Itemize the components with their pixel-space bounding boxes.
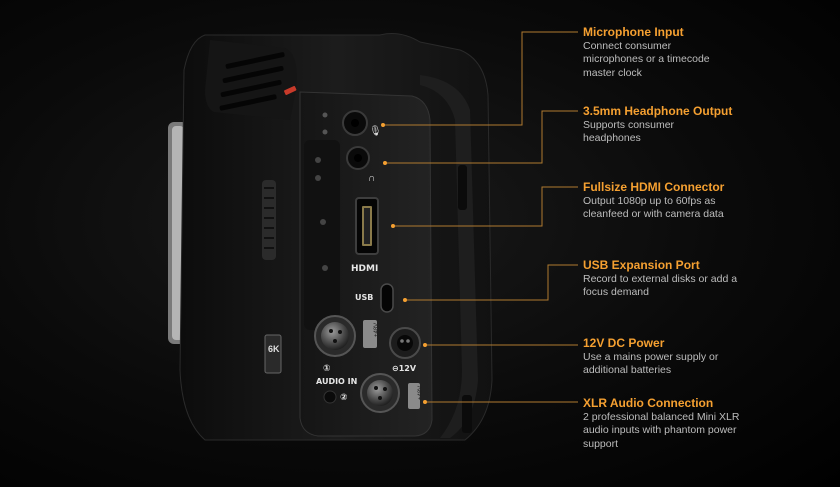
usb-label: USB [355, 293, 373, 302]
headphone-symbol-icon: ∩ [368, 173, 375, 184]
feature-description: Output 1080p up to 60fps as cleanfeed or… [583, 195, 724, 221]
feature-microphone-input: Microphone Input Connect consumer microp… [583, 25, 833, 80]
phantom-switch-1-label: +48V [374, 323, 380, 337]
feature-description: Record to external disks or add a focus … [583, 273, 738, 299]
feature-callouts: Microphone Input Connect consumer microp… [583, 0, 833, 487]
feature-title: XLR Audio Connection [583, 396, 714, 410]
model-badge: 6K [264, 334, 282, 374]
power-label: ⊖12V [392, 364, 417, 373]
feature-title: USB Expansion Port [583, 258, 700, 272]
feature-description: Connect consumer microphones or a timeco… [583, 40, 710, 79]
feature-title: 3.5mm Headphone Output [583, 104, 733, 118]
hdmi-logo: HDMI [351, 264, 378, 274]
microphone-jack: 🎙 [322, 110, 382, 137]
input-1-label: ① [323, 364, 331, 374]
xlr-input-2: +48V [360, 373, 424, 413]
feature-title: Microphone Input [583, 25, 684, 39]
hdmi-port [355, 197, 379, 255]
xlr-input-1: +48V [314, 315, 380, 357]
feature-dc-power: 12V DC Power Use a mains power supply or… [583, 336, 833, 378]
feature-description: 2 professional balanced Mini XLR audio i… [583, 411, 740, 450]
mic-symbol-icon: 🎙 [369, 125, 382, 137]
feature-xlr-audio: XLR Audio Connection 2 professional bala… [583, 396, 833, 451]
usb-c-port [380, 283, 394, 313]
headphone-jack: ∩ [346, 146, 375, 184]
feature-title: Fullsize HDMI Connector [583, 180, 725, 194]
top-vent [205, 40, 297, 120]
svg-text:6K: 6K [268, 344, 280, 354]
feature-description: Use a mains power supply or additional b… [583, 351, 719, 377]
scroll-wheel [262, 180, 276, 260]
feature-headphone-output: 3.5mm Headphone Output Supports consumer… [583, 104, 833, 146]
dc-power-port [389, 327, 421, 359]
feature-hdmi-connector: Fullsize HDMI Connector Output 1080p up … [583, 180, 833, 222]
feature-title: 12V DC Power [583, 336, 665, 350]
phantom-switch-2-label: +48V [418, 386, 424, 400]
feature-description: Supports consumer headphones [583, 119, 675, 145]
audio-in-label: AUDIO IN [316, 377, 357, 386]
input-2-label: ② [340, 393, 348, 403]
callout-lines [383, 31, 578, 403]
feature-usb-expansion: USB Expansion Port Record to external di… [583, 258, 833, 300]
